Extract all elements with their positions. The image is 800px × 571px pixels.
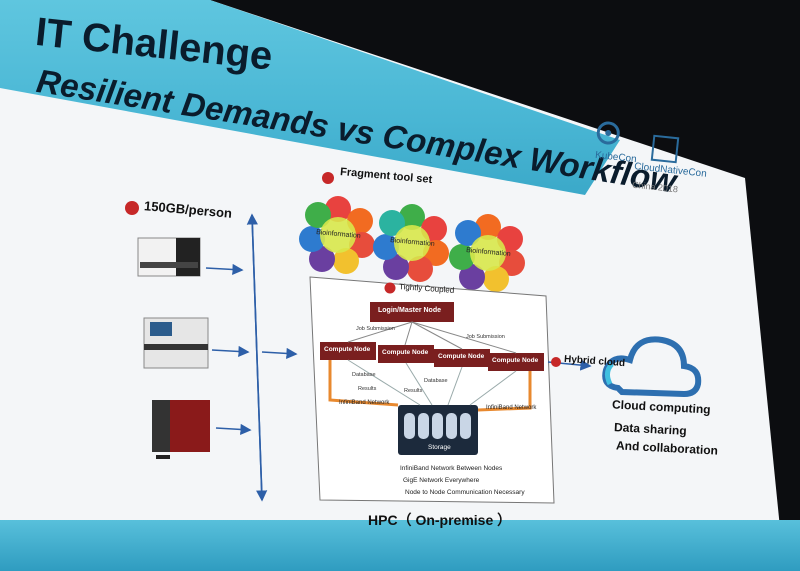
sequencer-1 [137, 237, 201, 277]
slide-footer-band [0, 520, 800, 571]
compute-node-label-1: Compute Node [324, 346, 371, 353]
infiniband-label-2: InfiniBand Network [486, 405, 537, 411]
infiniband-label-1: InfiniBand Network [339, 400, 390, 406]
badge-2 [384, 282, 396, 294]
login-node [370, 302, 454, 322]
tool-cluster-1 [299, 196, 375, 274]
kubecon-logo [593, 119, 622, 153]
sequencer-2 [143, 317, 209, 369]
compute-node-label-3: Compute Node [438, 353, 485, 360]
job-submission-label-1: Job Submission [356, 326, 395, 332]
compute-node-3 [434, 349, 490, 367]
compute-node-4 [488, 353, 544, 371]
helm-icon [596, 121, 620, 145]
database-label-1: Database [352, 372, 376, 378]
compute-node-label-2: Compute Node [382, 349, 429, 356]
tool-cluster-3 [449, 214, 525, 292]
compute-node-label-4: Compute Node [492, 357, 539, 364]
cloud-icon [602, 336, 702, 398]
job-submission-label-2: Job Submission [466, 334, 505, 340]
login-node-label: Login/Master Node [378, 307, 442, 314]
compute-node-2 [378, 345, 434, 363]
badge-3 [322, 172, 334, 184]
tool-cluster-2 [373, 204, 449, 282]
storage-label: Storage [428, 444, 451, 451]
hpc-bullet-2: GigE Network Everywhere [403, 477, 480, 484]
sequencer-3 [152, 400, 210, 459]
hpc-caption: HPC（ On-premise ） [368, 512, 512, 528]
compute-node-1 [320, 342, 376, 360]
database-label-2: Database [424, 378, 448, 384]
hpc-bullet-3: Node to Node Communication Necessary [405, 489, 525, 496]
hpc-bullet-1: InfiniBand Network Between Nodes [400, 465, 503, 472]
badge-4 [551, 357, 561, 367]
badge-1 [125, 201, 139, 215]
results-label-2: Results [404, 388, 423, 394]
results-label-1: Results [358, 386, 377, 392]
